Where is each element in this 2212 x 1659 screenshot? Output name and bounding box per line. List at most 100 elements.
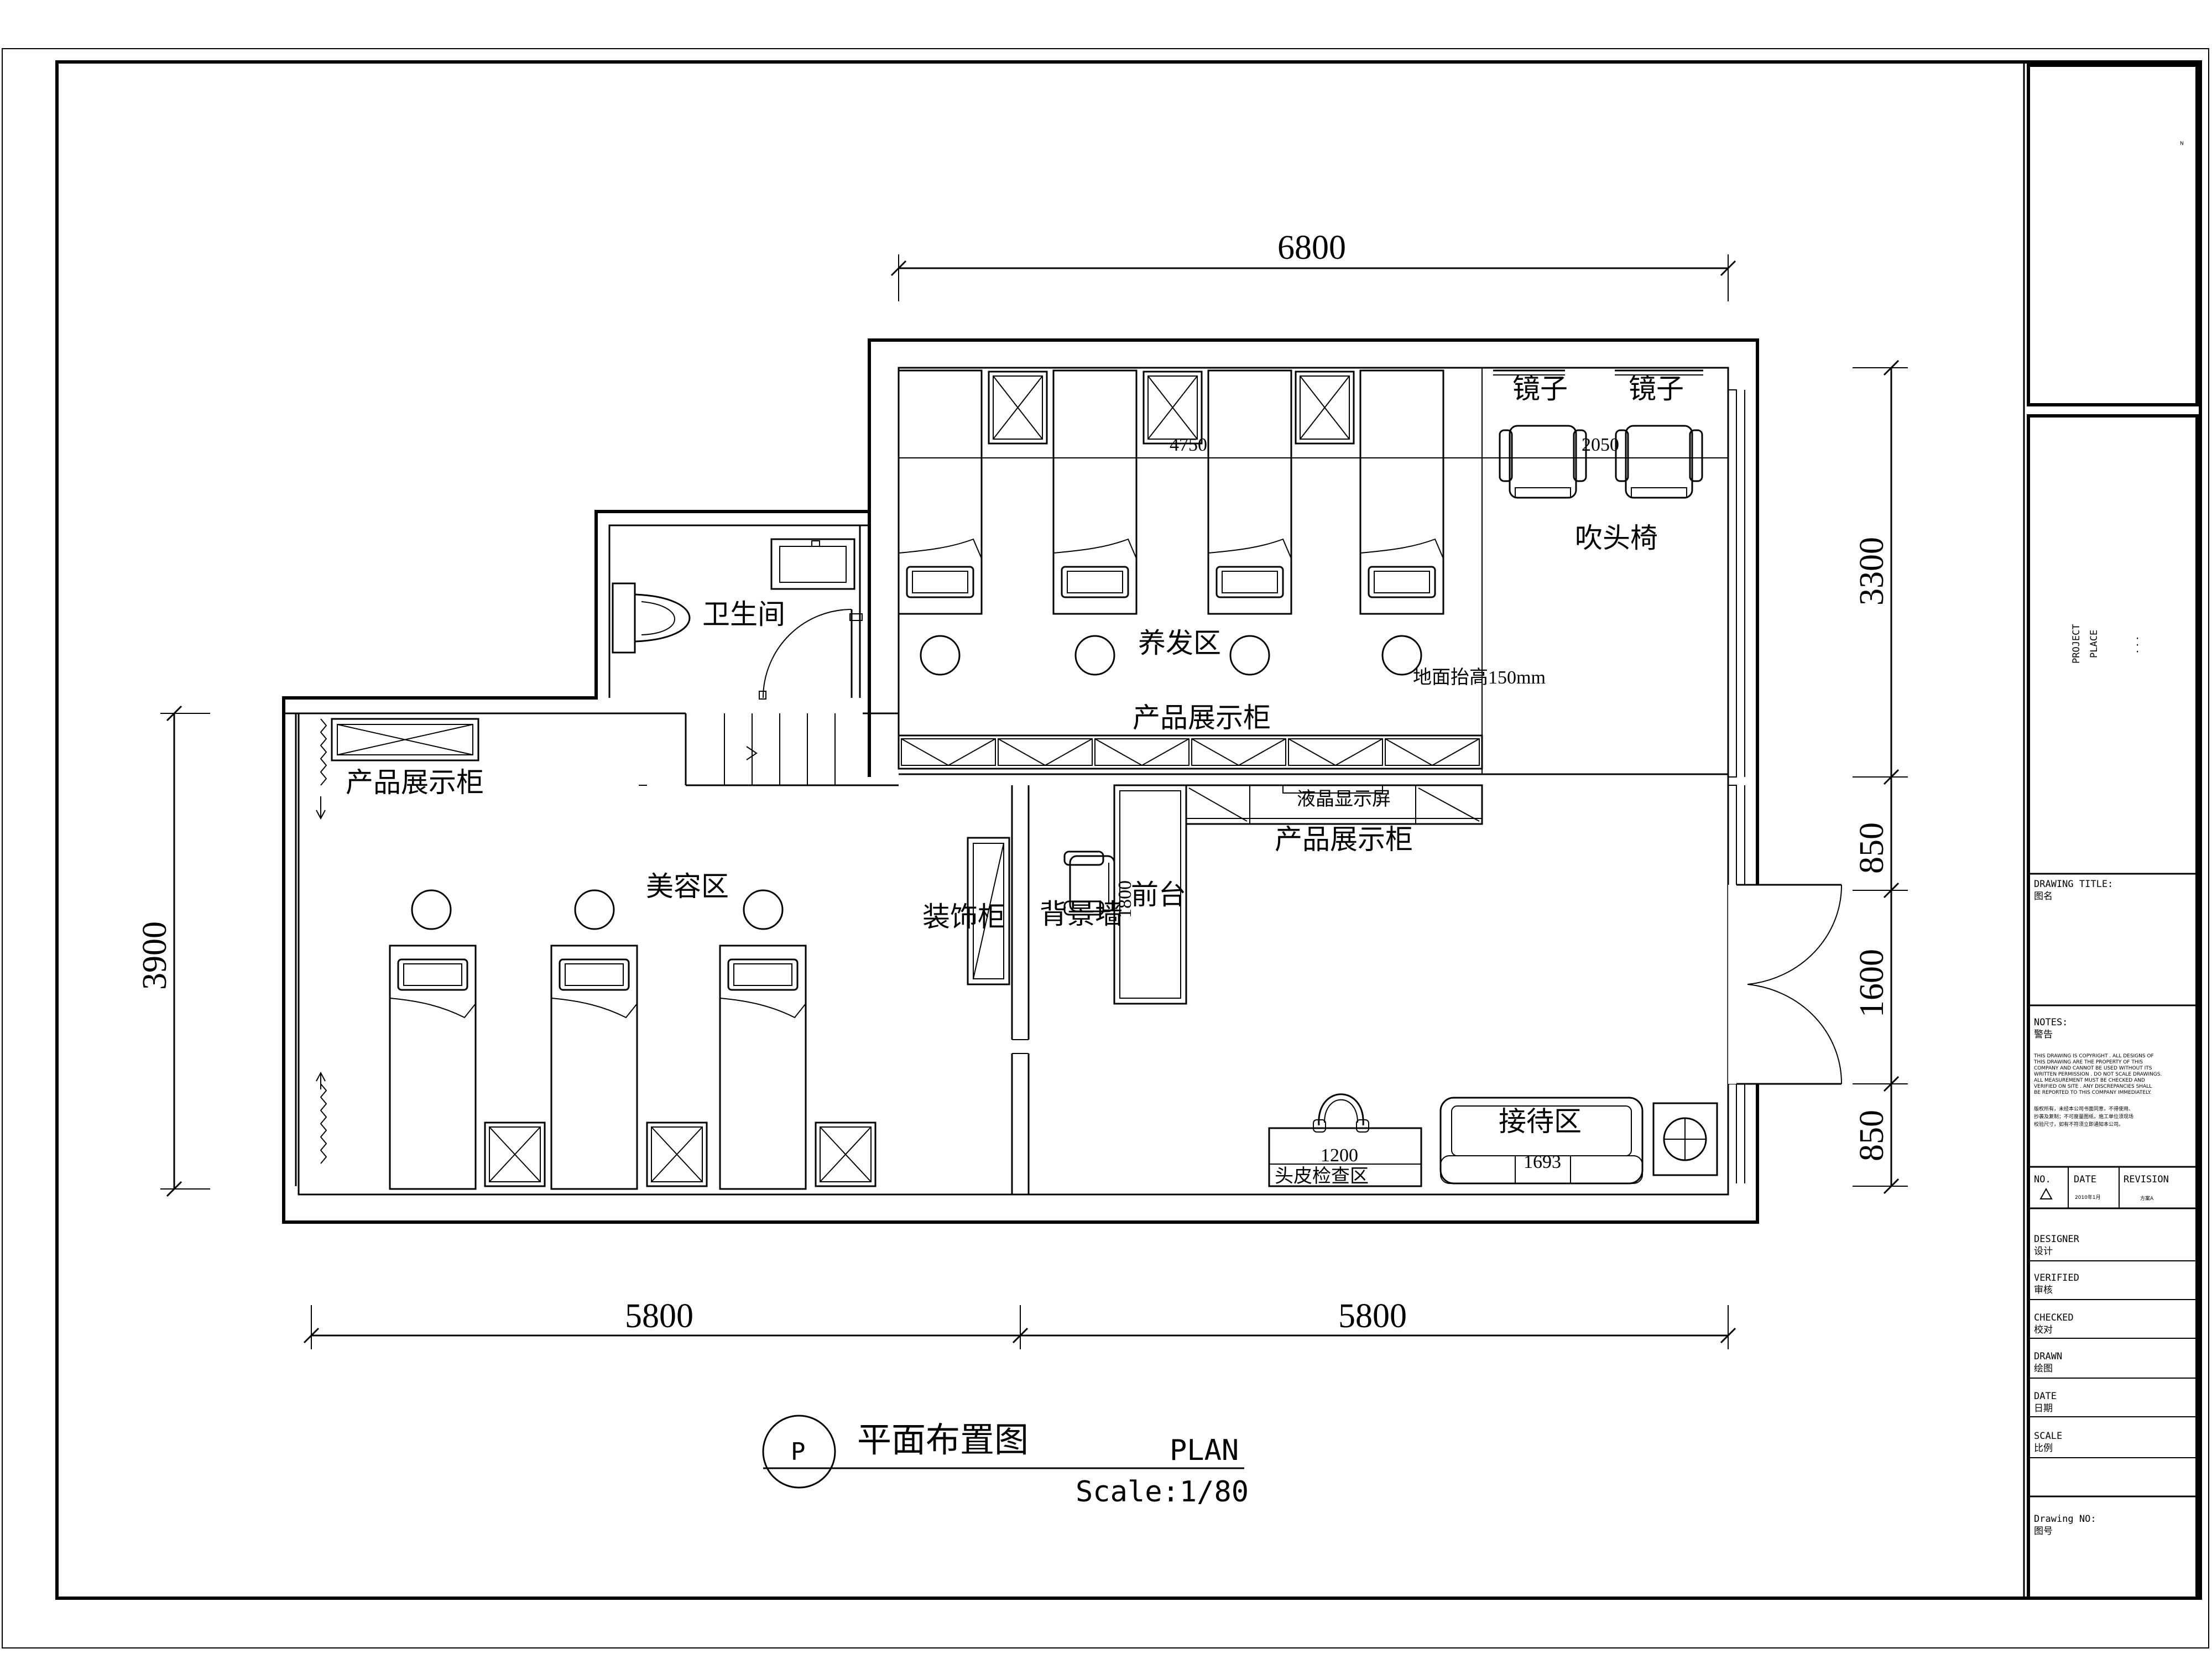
label-background-wall: 背景墙 [1040,898,1123,930]
label-bathroom: 卫生间 [702,598,785,630]
svg-text:审核: 审核 [2034,1285,2053,1296]
toilet-icon [612,582,691,654]
svg-text:方案A: 方案A [2140,1195,2154,1202]
svg-text:·: · [2135,640,2140,651]
hair-care-beds [898,369,1444,676]
bedside-cabinet [1295,371,1355,445]
reception-desk [1063,784,1483,1005]
exterior-wall-inner [298,367,1729,1196]
svg-text:抄袭及复制；不可度量图纸，施工单位须现场: 抄袭及复制；不可度量图纸，施工单位须现场 [2034,1113,2133,1120]
label-hair-care-zone: 养发区 [1138,627,1221,659]
svg-text:N: N [2180,141,2184,147]
label-scalp-check-zone: 头皮检查区 [1275,1166,1369,1187]
display-cabinet-left [316,718,479,1164]
blow-chair-icon [1615,425,1703,499]
dim-desk-depth: 1800 [1115,880,1135,918]
scale-label: SCALE [2034,1431,2062,1442]
dim-left-overall: 3900 [136,921,174,990]
stool-icon [1074,635,1115,676]
blow-dry-station [1493,369,1703,499]
label-raised-floor: 地面抬高150mm [1413,667,1546,688]
bed [898,369,983,615]
svg-text:设计: 设计 [2034,1246,2053,1257]
place-label: PLACE [2089,630,2100,658]
dim-right-upper: 3300 [1853,537,1891,606]
stool-icon [920,635,961,676]
dim-right-seg1: 850 [1853,822,1891,874]
dim-inner-row: 4750 [1170,435,1207,455]
bedside-cabinet [484,1121,546,1187]
dim-bottom-left: 5800 [625,1297,693,1335]
svg-text:WRITTEN PERMISSION . DO NOT SC: WRITTEN PERMISSION . DO NOT SCALE DRAWIN… [2034,1072,2162,1077]
label-front-desk: 前台 [1131,879,1186,911]
display-cabinet-upper [898,734,1483,770]
sink-icon [770,538,855,590]
label-reception-zone: 接待区 [1499,1105,1582,1138]
title-block-main-box [2027,414,2199,1600]
svg-text:ALL MEASUREMENT MUST BE CHECKE: ALL MEASUREMENT MUST BE CHECKED AND [2034,1078,2145,1083]
stairs [724,713,836,785]
designer-label: DESIGNER [2034,1234,2080,1245]
label-decoration-cabinet: 装饰柜 [922,901,1005,933]
bedside-cabinet [646,1121,708,1187]
drawing-title-label: DRAWING TITLE: [2034,879,2113,890]
stool-icon [743,889,784,930]
outer-sheet-border [2,48,2209,1648]
office-chair-icon [1313,1093,1369,1133]
svg-text:图名: 图名 [2034,891,2053,902]
curtain-icon [320,1083,327,1164]
decoration-cabinet [967,837,1010,985]
revision-no-label: NO. [2034,1174,2051,1185]
dim-scalp-desk: 1200 [1321,1145,1358,1166]
dimension-top: 6800 [890,229,1736,301]
dimension-right: 3300 850 1600 850 [1853,359,1908,1194]
label-display-front: 产品展示柜 [1275,823,1413,855]
title-en: PLAN [1170,1434,1239,1467]
label-beauty-zone: 美容区 [646,870,729,902]
room-labels: 镜子 镜子 吹头椅 养发区 地面抬高150mm 产品展示柜 卫生间 产品展示柜 … [346,373,1684,1187]
verified-label: VERIFIED [2034,1272,2079,1284]
notes-body: THIS DRAWING IS COPYRIGHT . ALL DESIGNS … [2033,1053,2162,1128]
title-cn: 平面布置图 [857,1420,1029,1460]
svg-text:图号: 图号 [2034,1526,2053,1537]
plan-symbol: P [791,1438,806,1466]
stool-icon [574,889,615,930]
bed [550,945,638,1190]
bedside-cabinet [1142,371,1203,445]
bed [1052,369,1138,615]
blow-chair-icon [1499,425,1587,499]
label-mirror-2: 镜子 [1629,373,1684,405]
beauty-beds [389,889,877,1190]
revision-label: REVISION [2124,1174,2169,1185]
svg-text:比例: 比例 [2034,1443,2053,1454]
reception-chair-icon [1063,851,1115,916]
dimension-bottom: 5800 5800 [303,1297,1736,1349]
lcd-screen-icon [1282,785,1383,794]
stair-arrow-icon [746,746,758,760]
curtain-icon [320,718,327,786]
svg-text:版权所有，未经本公司书面同意，不得使用、: 版权所有，未经本公司书面同意，不得使用、 [2034,1105,2133,1112]
stool-icon [1229,635,1270,676]
plan-symbol-circle [762,1415,836,1489]
svg-text:·: · [2135,633,2140,644]
stool-icon [411,889,452,930]
svg-text:THIS DRAWING ARE THE PROPERTY: THIS DRAWING ARE THE PROPERTY OF THIS [2033,1060,2143,1065]
drawing-no-label: Drawing NO: [2034,1514,2096,1525]
drawing-title: P 平面布置图 PLAN Scale:1/80 [762,1415,1249,1509]
notes-label: NOTES: [2034,1017,2068,1028]
svg-text:BE REPORTED TO THIS COMPANY IM: BE REPORTED TO THIS COMPANY IMMEDIATELY. [2034,1090,2151,1095]
reception-sofa [1439,1097,1644,1185]
dim-top-overall: 6800 [1277,229,1346,267]
date-label: DATE [2034,1391,2057,1402]
exterior-wall-outer [282,338,1759,1224]
svg-text:日期: 日期 [2034,1403,2053,1414]
svg-text:警告: 警告 [2034,1029,2053,1040]
svg-text:·: · [2135,646,2140,658]
revision-date-label: DATE [2074,1174,2096,1185]
bedside-cabinet [988,371,1048,445]
label-lcd-screen: 液晶显示屏 [1297,789,1391,810]
svg-text:THIS DRAWING IS COPYRIGHT . AL: THIS DRAWING IS COPYRIGHT . ALL DESIGNS … [2033,1053,2154,1059]
label-mirror-1: 镜子 [1512,373,1568,405]
svg-text:校验尺寸，如有不符须立即通知本公司。: 校验尺寸，如有不符须立即通知本公司。 [2034,1121,2124,1128]
svg-text:2010年1月: 2010年1月 [2075,1194,2101,1201]
